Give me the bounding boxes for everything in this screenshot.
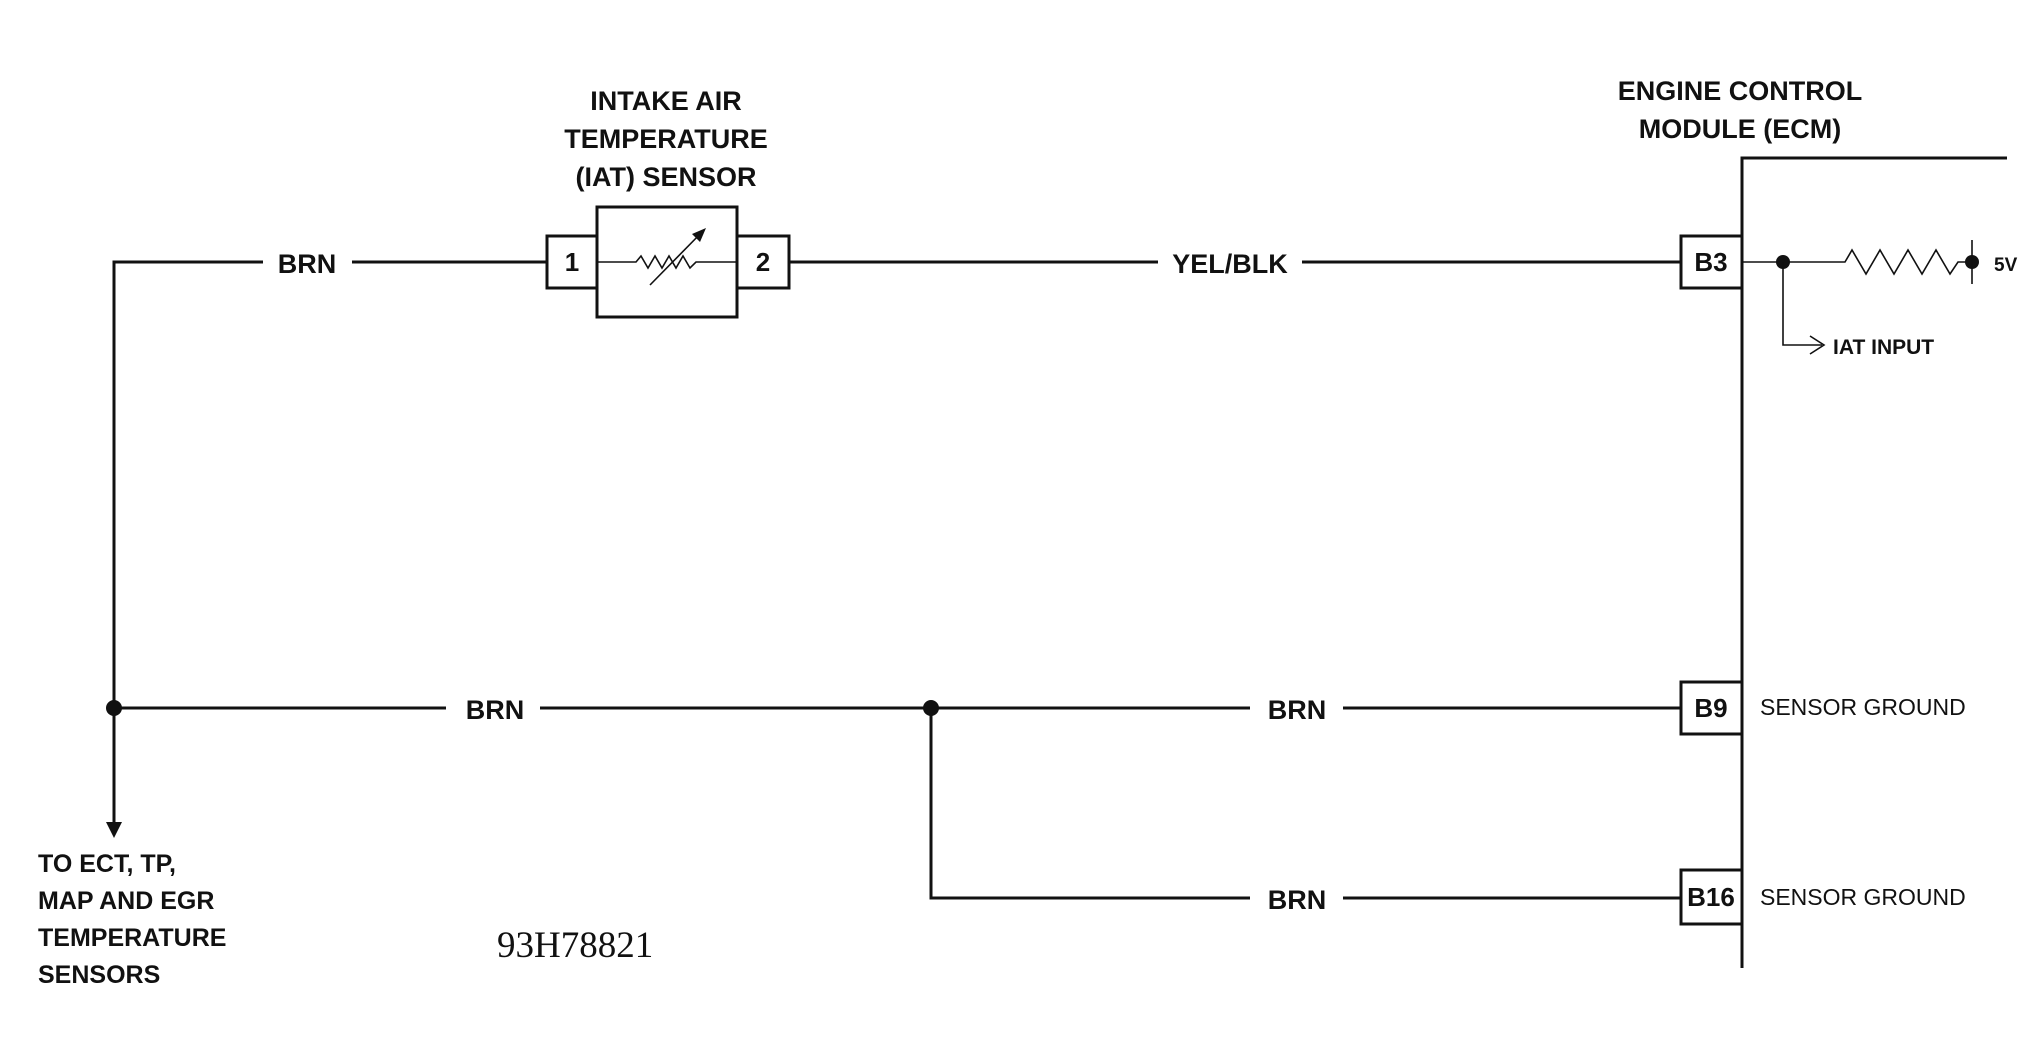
ecm-pin-b16-label: B16 — [1687, 882, 1735, 912]
brn-b16-wire-left — [929, 708, 1250, 900]
thermistor-variable-arrow — [649, 229, 705, 286]
ecm-pin-b16: B16 SENSOR GROUND — [1679, 868, 1966, 926]
iat-input-arrow-icon — [1809, 335, 1826, 355]
down-arrow-icon — [106, 822, 122, 838]
iat-pin-2-label: 2 — [756, 247, 770, 277]
ecm-5v-label: 5V — [1994, 255, 2018, 276]
brn-sensor-ground-wire-left — [112, 260, 263, 708]
wire-label-yel-blk: YEL/BLK — [1172, 249, 1288, 279]
destination-line-1: TO ECT, TP, — [38, 850, 176, 878]
wire-label-brn-b16: BRN — [1268, 885, 1327, 915]
ecm-title-line-1: ENGINE CONTROL — [1618, 76, 1863, 106]
wire-label-brn-top: BRN — [278, 249, 337, 279]
iat-input-label: IAT INPUT — [1833, 336, 1934, 359]
ecm-b9-sensor-ground-label: SENSOR GROUND — [1760, 694, 1966, 720]
iat-input-wire — [1782, 262, 1822, 346]
destination-line-3: TEMPERATURE — [38, 924, 226, 952]
destination-line-4: SENSORS — [38, 961, 160, 989]
ecm-pin-b3-label: B3 — [1694, 247, 1727, 277]
destination-note: TO ECT, TP, MAP AND EGR TEMPERATURE SENS… — [38, 850, 226, 989]
ecm-pullup-circuit: 5V IAT INPUT — [1742, 240, 2018, 359]
destination-line-2: MAP AND EGR — [38, 887, 214, 915]
wire-label-brn-b9: BRN — [1268, 695, 1327, 725]
ecm-pin-b16-box — [1679, 868, 1744, 926]
figure-code: 93H78821 — [497, 925, 653, 966]
iat-pin-1-label: 1 — [565, 247, 579, 277]
ecm-module-outline — [1740, 156, 2007, 968]
ecm-pin-b9-label: B9 — [1694, 693, 1727, 723]
ecm-pin-b9-box — [1679, 680, 1744, 736]
ecm-pin-b9: B9 SENSOR GROUND — [1679, 680, 1966, 736]
iat-sensor-title: INTAKE AIR TEMPERATURE (IAT) SENSOR — [564, 86, 768, 192]
wire-label-brn-main: BRN — [466, 695, 525, 725]
iat-title-line-3: (IAT) SENSOR — [576, 162, 757, 192]
ecm-b16-sensor-ground-label: SENSOR GROUND — [1760, 884, 1966, 910]
ecm-title-line-2: MODULE (ECM) — [1639, 114, 1841, 144]
iat-title-line-1: INTAKE AIR — [590, 86, 742, 116]
ecm-pin-b3-box — [1679, 234, 1744, 290]
iat-title-line-2: TEMPERATURE — [564, 124, 768, 154]
pullup-resistor — [1742, 248, 1972, 276]
thermistor-symbol — [597, 254, 737, 270]
ecm-title: ENGINE CONTROL MODULE (ECM) — [1618, 76, 1863, 144]
thermistor-arrow-head — [692, 228, 706, 242]
iat-sensor: 1 2 — [545, 205, 791, 319]
ecm-pin-b3: B3 — [1679, 234, 1744, 290]
